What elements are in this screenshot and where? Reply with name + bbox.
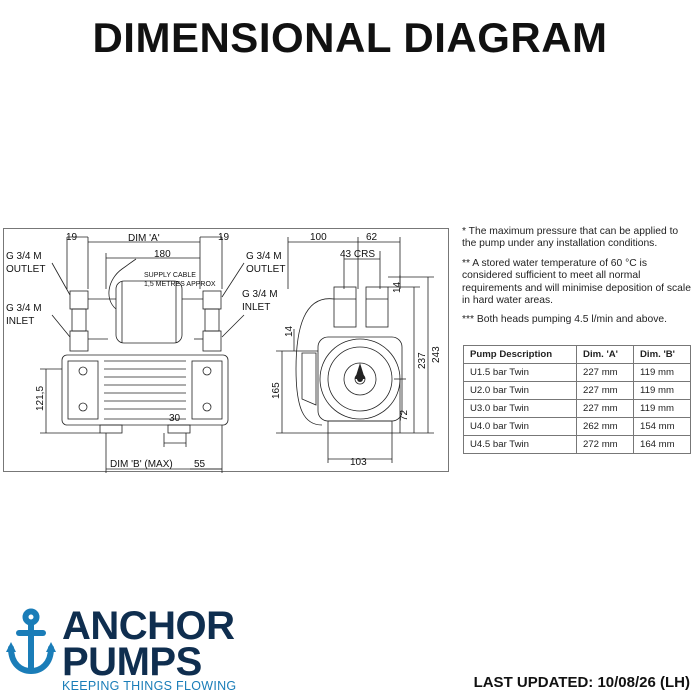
table-cell: U4.5 bar Twin [462,435,578,454]
dim-243: 243 [431,346,442,363]
label-outlet-left-1: G 3/4 M [6,251,42,262]
table-cell: 227 mm [576,363,634,382]
dim-100: 100 [310,232,327,243]
page-title: DIMENSIONAL DIAGRAM [92,14,608,61]
table-cell: U4.0 bar Twin [462,417,578,436]
note-3: *** Both heads pumping 4.5 l/min and abo… [462,314,667,326]
dim-14-side: 14 [284,325,295,337]
brand-logo: ANCHOR PUMPS KEEPING THINGS FLOWING [6,604,256,696]
label-inlet-right-2: INLET [242,302,270,313]
brand-tagline: KEEPING THINGS FLOWING [62,679,237,693]
anchor-icon [6,608,56,675]
notes-section: * The maximum pressure that can be appli… [462,226,694,334]
pump-drawing-svg: G 3/4 M OUTLET G 3/4 M INLET G 3/4 M OUT… [6,232,442,473]
dim-121-5: 121,5 [35,386,46,411]
dim-55: 55 [194,459,206,470]
dim-237: 237 [417,352,428,369]
last-updated: LAST UPDATED: 10/08/26 (LH) [473,674,690,691]
dim-72: 72 [399,409,410,421]
label-inlet-right-1: G 3/4 M [242,289,278,300]
table-cell: 119 mm [633,399,691,418]
dimension-drawing: G 3/4 M OUTLET G 3/4 M INLET G 3/4 M OUT… [3,228,449,473]
dim-180: 180 [154,249,171,260]
dim-14-top: 14 [392,281,403,293]
label-supply-cable-1: SUPPLY CABLE [144,272,196,279]
label-outlet-left-2: OUTLET [6,264,45,275]
table-cell: 227 mm [576,399,634,418]
table-row: U2.0 bar Twin 227 mm 119 mm [462,381,691,400]
dimensions-table: Pump Description Dim. 'A' Dim. 'B' U1.5 … [462,345,691,454]
table-header: Pump Description [462,345,578,364]
dim-19-right: 19 [218,232,230,243]
note-2: ** A stored water temperature of 60 °C i… [462,257,691,307]
table-cell: 227 mm [576,381,634,400]
dim-a-label: DIM 'A' [128,233,160,244]
table-cell: 119 mm [633,381,691,400]
label-inlet-left-1: G 3/4 M [6,303,42,314]
table-cell: 119 mm [633,363,691,382]
table-cell: U1.5 bar Twin [462,363,578,382]
brand-name-line2: PUMPS [62,640,202,684]
table-cell: U3.0 bar Twin [462,399,578,418]
brand-name-line1: ANCHOR [62,604,235,648]
table-cell: 154 mm [633,417,691,436]
dim-43-crs: 43 CRS [340,249,375,260]
table-cell: U2.0 bar Twin [462,381,578,400]
table-cell: 262 mm [576,417,634,436]
table-row: U1.5 bar Twin 227 mm 119 mm [462,363,691,382]
dim-62: 62 [366,232,378,243]
dim-b-label: DIM 'B' (MAX) [110,459,173,470]
label-outlet-right-1: G 3/4 M [246,251,282,262]
table-row: U3.0 bar Twin 227 mm 119 mm [462,399,691,418]
table-row: U4.0 bar Twin 262 mm 154 mm [462,417,691,436]
label-inlet-left-2: INLET [6,316,34,327]
note-1: * The maximum pressure that can be appli… [462,226,679,250]
table-header: Dim. 'A' [576,345,634,364]
label-supply-cable-2: 1,5 METRES APPROX [144,281,216,288]
dim-19-left: 19 [66,232,78,243]
table-cell: 164 mm [633,435,691,454]
table-row: U4.5 bar Twin 272 mm 164 mm [462,435,691,454]
table-header-row: Pump Description Dim. 'A' Dim. 'B' [462,345,691,364]
label-outlet-right-2: OUTLET [246,264,285,275]
dim-30: 30 [169,413,181,424]
dim-165: 165 [271,382,282,399]
dim-103: 103 [350,457,367,468]
table-cell: 272 mm [576,435,634,454]
table-header: Dim. 'B' [633,345,691,364]
